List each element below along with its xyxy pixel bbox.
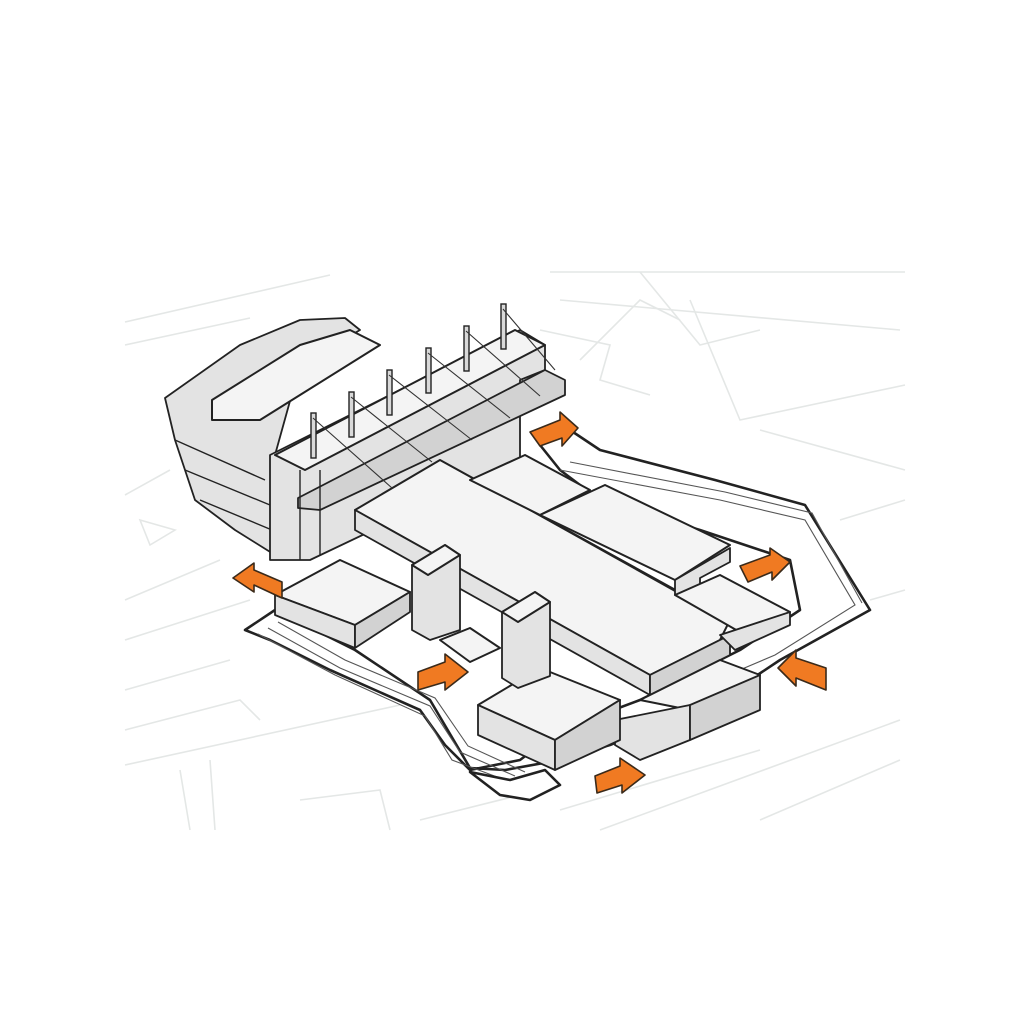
main-building (164, 317, 791, 771)
mast-structure (310, 303, 556, 489)
mast-icon (386, 369, 473, 441)
orange-arrow-icon (739, 547, 791, 583)
entrance-arrows (232, 411, 827, 794)
mast-icon (310, 412, 393, 489)
context-map (124, 271, 906, 831)
orange-arrow-icon (777, 649, 827, 691)
orange-arrow-icon (529, 411, 579, 447)
orange-arrow-icon (417, 653, 469, 691)
mast-icon (500, 303, 556, 371)
mast-icon (463, 325, 541, 397)
orange-arrow-icon (594, 757, 646, 794)
west-volume (164, 317, 361, 556)
mast-icon (425, 347, 511, 419)
orange-arrow-icon (232, 562, 283, 599)
mast-icon (348, 391, 433, 463)
